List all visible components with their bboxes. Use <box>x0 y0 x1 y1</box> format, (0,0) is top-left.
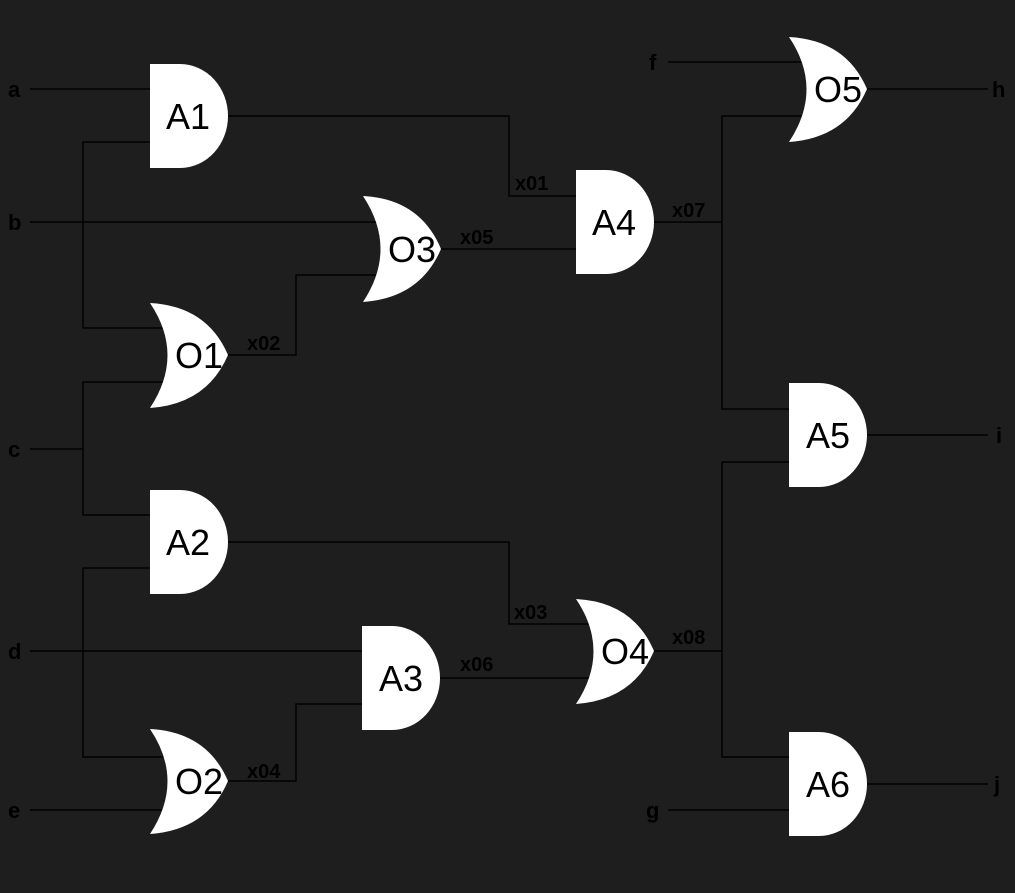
gate-label: O5 <box>814 69 862 110</box>
gates: A1 O1 A2 O2 O3 A3 A4 O4 <box>150 37 867 836</box>
output-label-h: h <box>992 77 1005 102</box>
wire-b-branch <box>82 141 163 329</box>
input-label-c: c <box>8 437 20 462</box>
net-label-x08: x08 <box>672 627 705 649</box>
or-gate-o5: O5 <box>789 37 867 142</box>
output-label-i: i <box>996 423 1002 448</box>
wire-x02 <box>228 274 377 356</box>
net-label-x06: x06 <box>460 654 493 676</box>
wire-x04 <box>228 703 362 782</box>
wire-d-branch <box>82 567 163 758</box>
and-gate-a3: A3 <box>362 626 440 730</box>
wire-c-o1-a2 <box>82 381 163 516</box>
wire-x08-branch <box>721 461 789 758</box>
input-label-b: b <box>8 210 21 235</box>
gate-label: A1 <box>166 96 210 137</box>
net-label-x05: x05 <box>460 227 493 249</box>
gate-label: O2 <box>175 761 223 802</box>
and-gate-a4: A4 <box>576 170 654 274</box>
and-gate-a5: A5 <box>789 383 867 487</box>
gate-label: A5 <box>806 415 850 456</box>
input-label-e: e <box>8 798 20 823</box>
or-gate-o2: O2 <box>150 729 228 834</box>
wire-x01 <box>228 115 576 197</box>
wire-x07-branch <box>721 115 802 410</box>
input-label-d: d <box>8 639 21 664</box>
output-label-j: j <box>993 772 1000 797</box>
net-label-x04: x04 <box>247 761 281 783</box>
gate-label: A3 <box>379 658 423 699</box>
or-gate-o1: O1 <box>150 303 228 408</box>
and-gate-a1: A1 <box>150 64 228 168</box>
net-labels: x01 x02 x03 x04 x05 x06 x07 x08 <box>247 173 705 783</box>
or-gate-o3: O3 <box>363 196 441 302</box>
gate-label: O4 <box>601 631 649 672</box>
net-label-x07: x07 <box>672 200 705 222</box>
gate-label: A6 <box>806 764 850 805</box>
gate-label: O3 <box>388 229 436 270</box>
wire-x03 <box>228 541 589 625</box>
gate-label: A4 <box>592 202 636 243</box>
net-label-x02: x02 <box>247 333 280 355</box>
or-gate-o4: O4 <box>576 599 654 704</box>
gate-label: A2 <box>166 522 210 563</box>
input-label-f: f <box>649 50 657 75</box>
wires <box>30 61 988 811</box>
input-label-g: g <box>646 798 659 823</box>
port-labels: a b c d e f g h i j <box>8 50 1005 823</box>
and-gate-a2: A2 <box>150 490 228 594</box>
gate-label: O1 <box>175 335 223 376</box>
input-label-a: a <box>8 77 21 102</box>
and-gate-a6: A6 <box>789 732 867 836</box>
net-label-x01: x01 <box>515 173 548 195</box>
net-label-x03: x03 <box>514 602 547 624</box>
